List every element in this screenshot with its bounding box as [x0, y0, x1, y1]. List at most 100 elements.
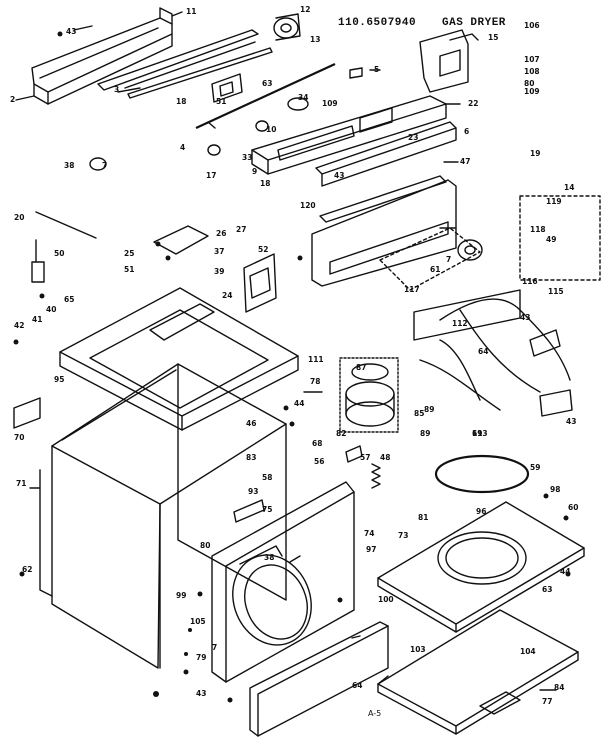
callout-label: 119: [546, 197, 562, 206]
callout-label: 115: [548, 287, 564, 296]
callout-label: 104: [520, 647, 536, 656]
callout-label: 34: [298, 93, 308, 102]
callout-label: 78: [310, 377, 320, 386]
callout-label: 107: [524, 55, 540, 64]
callout-label: 5: [374, 65, 379, 74]
callout-label: 97: [366, 545, 376, 554]
callout-label: 111: [308, 355, 324, 364]
base-part-103: [377, 609, 579, 735]
callout-label: 106: [524, 21, 540, 30]
callout-label: 52: [258, 245, 268, 254]
callout-label: 79: [196, 653, 206, 662]
callout-label: 43: [196, 689, 206, 698]
callout-label: 93: [248, 487, 258, 496]
top-panel-part-65: [59, 287, 299, 431]
callout-label: 19: [530, 149, 540, 158]
callout-label: 41: [32, 315, 42, 324]
callout-label: 60: [568, 503, 578, 512]
plate-part-49: [153, 225, 209, 255]
callout-label: 84: [554, 683, 564, 692]
callout-label: 43: [66, 27, 76, 36]
kick-panel-part-77: [249, 621, 389, 737]
callout-label: 56: [314, 457, 324, 466]
callout-label: 113: [472, 429, 488, 438]
callout-label: 95: [54, 375, 64, 384]
callout-label: 61: [430, 265, 440, 274]
callout-label: 37: [214, 247, 224, 256]
bracket-part-15: [419, 29, 479, 93]
callout-label: 20: [14, 213, 24, 222]
callout-label: 18: [176, 97, 186, 106]
timer-part-12: [273, 13, 301, 41]
callout-label: 7: [446, 255, 451, 264]
callout-label: 117: [404, 285, 420, 294]
callout-label: 73: [398, 531, 408, 540]
cabinet-part-48: [39, 363, 287, 669]
diagram-title: GAS DRYER: [442, 17, 506, 29]
callout-label: 10: [266, 125, 276, 134]
callout-label: 80: [524, 79, 534, 88]
callout-label: 13: [310, 35, 320, 44]
callout-label: 112: [452, 319, 468, 328]
callout-label: 7: [102, 161, 107, 170]
plate-part-52: [243, 253, 277, 313]
callout-label: 120: [300, 201, 316, 210]
leader-lines: [15, 11, 557, 691]
top-rail-part: [31, 7, 173, 105]
callout-label: 108: [524, 67, 540, 76]
callout-label: 64: [478, 347, 488, 356]
console-part-23: [311, 175, 457, 287]
callout-label: 59: [530, 463, 540, 472]
callout-label: 103: [410, 645, 426, 654]
callout-label: 42: [14, 321, 24, 330]
callout-label: 65: [64, 295, 74, 304]
callout-label: 118: [530, 225, 546, 234]
page-label: A-5: [368, 709, 381, 718]
callout-label: 63: [262, 79, 272, 88]
callout-label: 71: [16, 479, 26, 488]
callout-label: 100: [378, 595, 394, 604]
callout-label: 2: [10, 95, 15, 104]
callout-label: 58: [262, 473, 272, 482]
knob-part-25: [457, 239, 483, 261]
callout-label: 82: [336, 429, 346, 438]
callout-label: 43: [566, 417, 576, 426]
hardware-dots: [13, 31, 571, 703]
callout-label: 83: [246, 453, 256, 462]
callout-label: 22: [468, 99, 478, 108]
callout-label: 63: [542, 585, 552, 594]
callout-label: 25: [124, 249, 134, 258]
callout-label: 51: [216, 97, 226, 106]
seal-part-93: [434, 454, 530, 494]
callout-label: 48: [380, 453, 390, 462]
wire-harness-part-111: [413, 289, 573, 417]
callout-label: 9: [252, 167, 257, 176]
callout-label: 51: [124, 265, 134, 274]
callout-label: 24: [222, 291, 232, 300]
callout-label: 80: [200, 541, 210, 550]
spring-part: [345, 445, 381, 489]
callout-label: 43: [334, 171, 344, 180]
callout-label: 44: [560, 567, 570, 576]
callout-label: 99: [176, 591, 186, 600]
callout-label: 44: [294, 399, 304, 408]
callout-label: 15: [488, 33, 498, 42]
callout-label: 81: [418, 513, 428, 522]
callout-label: 17: [206, 171, 216, 180]
callout-label: 11: [186, 7, 196, 16]
callout-label: 64: [352, 681, 362, 690]
callout-label: 70: [14, 433, 24, 442]
callout-label: 27: [236, 225, 246, 234]
bulkhead-part-75: [377, 501, 585, 633]
callout-label: 87: [356, 363, 366, 372]
rod-part: [195, 63, 336, 129]
callout-label: 43: [520, 313, 530, 322]
callout-label: 47: [460, 157, 470, 166]
callout-label: 38: [264, 553, 274, 562]
screw-5: [349, 67, 363, 79]
callout-label: 14: [564, 183, 574, 192]
callout-label: 109: [322, 99, 338, 108]
callout-label: 89: [420, 429, 430, 438]
